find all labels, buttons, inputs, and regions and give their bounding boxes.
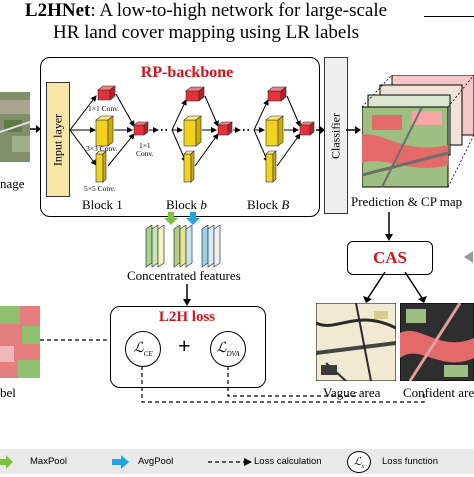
- figure-title: L2HNet: A low-to-high network for large-…: [6, 0, 406, 44]
- block-B-word: Block: [247, 197, 282, 212]
- plus-sign: +: [178, 333, 191, 358]
- title-rule: [424, 16, 474, 17]
- input-image-thumbnail: [0, 92, 30, 162]
- conv-1x1-cube: [97, 85, 116, 101]
- rp-backbone-title: RP-backbone: [140, 64, 234, 81]
- legend-loss-fn: Loss function: [382, 456, 438, 467]
- confident-area-map: [400, 303, 474, 381]
- avgpool-legend-icon: [112, 455, 129, 469]
- backbone-to-classifier-arrow: [316, 126, 325, 134]
- image-label: nage: [0, 176, 25, 191]
- cas-split-arrows: [363, 272, 427, 303]
- block-b-index: b: [200, 197, 207, 212]
- pool-arrows: [164, 212, 200, 225]
- title-line1: : A low-to-high network for large-scale: [90, 0, 388, 21]
- block-b: [171, 86, 241, 183]
- title-line2: HR land cover mapping using LR labels: [52, 22, 360, 43]
- dva-loss-circle: ℒDVA: [210, 331, 246, 367]
- conv-5x5-label: 5×5 Conv.: [84, 184, 116, 193]
- classifier-to-prediction-arrow: [346, 126, 361, 134]
- vague-area-map: [316, 303, 396, 381]
- cas-box: CAS: [347, 241, 433, 275]
- fusion-conv-label: 1×1 Conv.: [136, 142, 154, 158]
- conv-3x3-cube: [95, 115, 114, 147]
- concentrated-features-stack: [145, 225, 221, 268]
- partial-marker-icon: [464, 251, 473, 263]
- fusion-cube-1: [133, 121, 149, 136]
- loss-calc-legend-icon: [208, 458, 252, 466]
- block-b-label: Block b: [166, 197, 207, 213]
- prediction-to-cas-arrow: [385, 212, 393, 241]
- maxpool-legend-icon: [0, 455, 13, 469]
- concentrated-features-label: Concentrated features: [127, 268, 241, 283]
- image-to-input-arrow: [30, 125, 41, 133]
- features-to-l2h-arrow: [183, 284, 191, 306]
- conv-1x1-label: 1×1 Conv.: [88, 104, 120, 113]
- backbone-blocks-diagram: [69, 85, 315, 183]
- block-B-index: B: [281, 197, 290, 212]
- block-B-label: Block B: [247, 197, 289, 213]
- ce-loss-subscript: CE: [143, 349, 153, 358]
- block-B: [253, 86, 315, 183]
- legend-loss-calc: Loss calculation: [254, 456, 322, 467]
- maxpool-arrow-icon: [164, 212, 178, 225]
- fusion-conv-word: Conv.: [136, 149, 154, 158]
- fusion-conv-size: 1×1: [138, 141, 151, 150]
- loss-function-legend-subscript: x: [361, 464, 365, 471]
- input-layer: Input layer: [46, 82, 70, 197]
- loss-function-legend-icon: ℒx: [347, 451, 371, 473]
- ce-loss-circle: ℒCE: [125, 331, 161, 367]
- prediction-label: Prediction & CP map: [351, 194, 463, 209]
- prediction-map: [362, 106, 449, 188]
- lr-label-thumbnail: [0, 306, 40, 378]
- avgpool-arrow-icon: [186, 212, 200, 225]
- network-name: L2HNet: [24, 0, 91, 21]
- dva-loss-subscript: DVA: [226, 349, 240, 358]
- confident-area-label: Confident are: [403, 385, 474, 400]
- legend-avgpool: AvgPool: [138, 456, 174, 467]
- block-1-label: Block 1: [82, 197, 123, 212]
- vague-area-label: Vague area: [323, 385, 381, 400]
- l2h-loss-title: L2H loss: [158, 309, 216, 325]
- legend-maxpool: MaxPool: [30, 456, 67, 467]
- prediction-map-stack: [362, 75, 474, 188]
- classifier: Classifier: [324, 57, 348, 214]
- conv-3x3-label: 3×3 Conv.: [86, 144, 118, 153]
- conv-5x5-cube: [95, 150, 107, 183]
- block-b-word: Block: [166, 197, 201, 212]
- block-1: [69, 85, 159, 183]
- lr-label-text: bel: [0, 385, 16, 400]
